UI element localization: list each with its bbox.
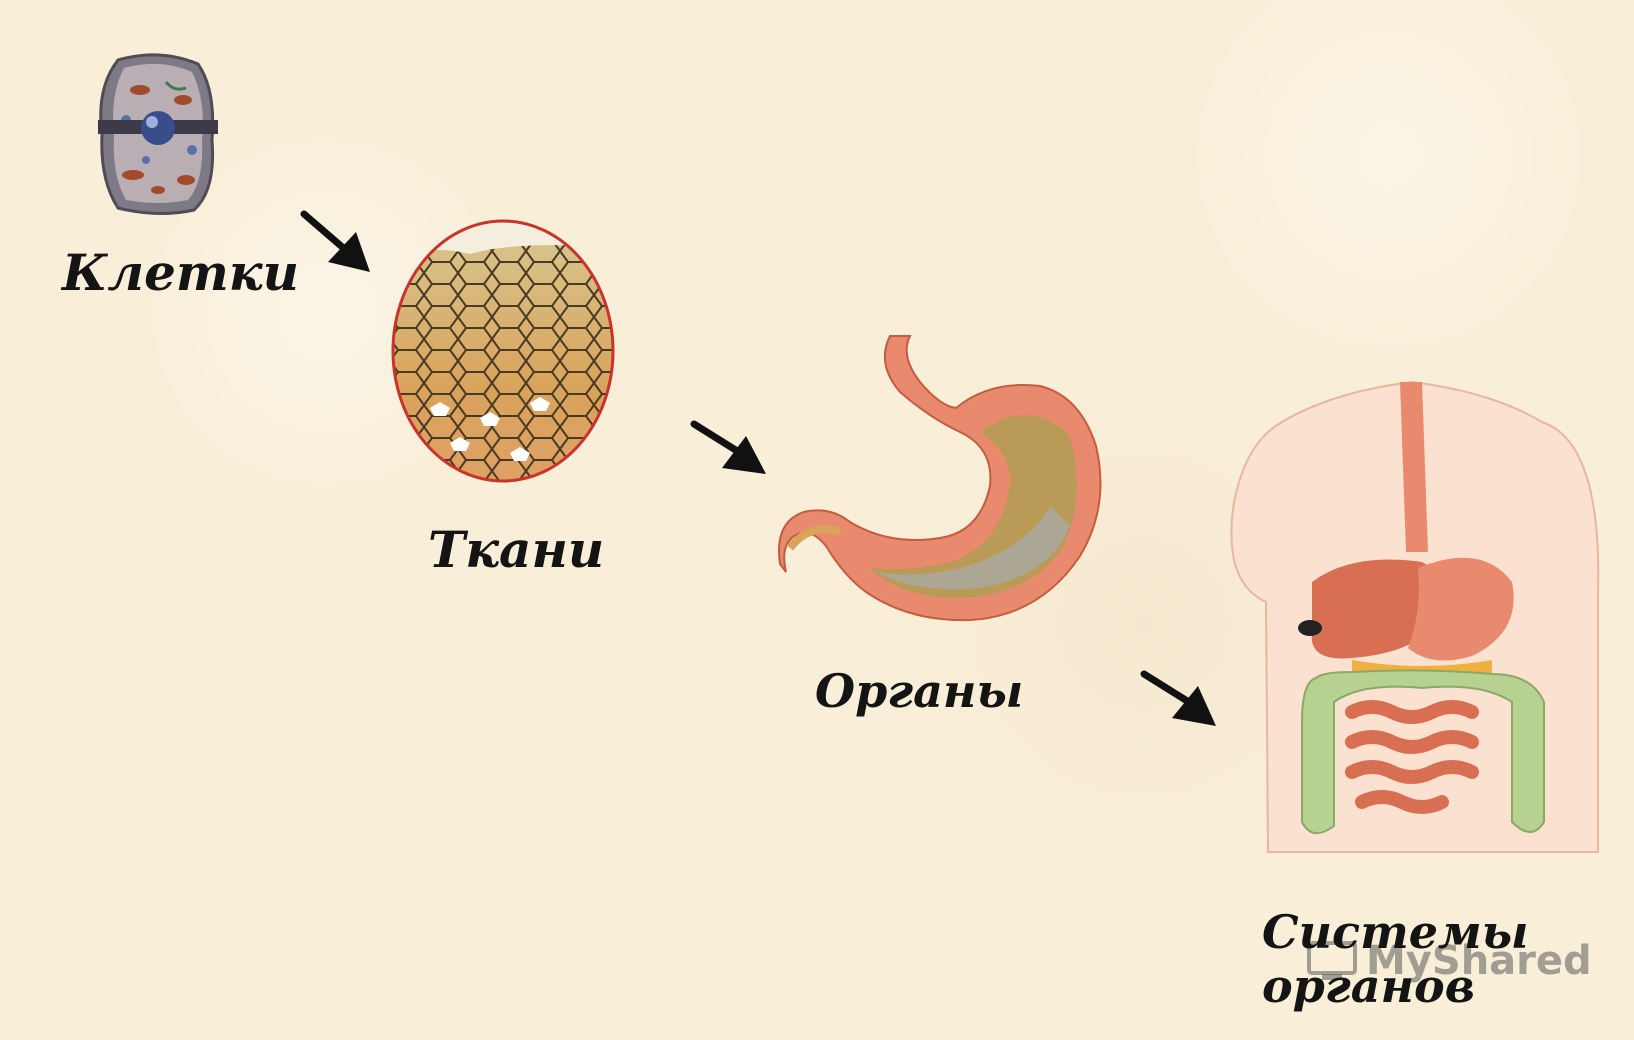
- arrow-tissues-to-organs: [690, 420, 770, 478]
- cell-icon: [88, 50, 228, 220]
- stomach-icon: [780, 336, 1110, 622]
- arrow-organs-to-systems: [1140, 670, 1220, 730]
- arrow-cells-to-tissues: [300, 210, 374, 276]
- label-organ-systems: Системы органов: [1262, 905, 1529, 1014]
- label-organs: Органы: [815, 668, 1023, 714]
- label-tissues: Ткани: [428, 525, 604, 575]
- tissue-icon: [390, 218, 616, 484]
- label-organ-systems-line1: Системы: [1262, 905, 1529, 959]
- label-organ-systems-line2: органов: [1262, 959, 1529, 1013]
- digestive-system-icon: [1222, 382, 1610, 852]
- label-cells: Клетки: [62, 248, 299, 298]
